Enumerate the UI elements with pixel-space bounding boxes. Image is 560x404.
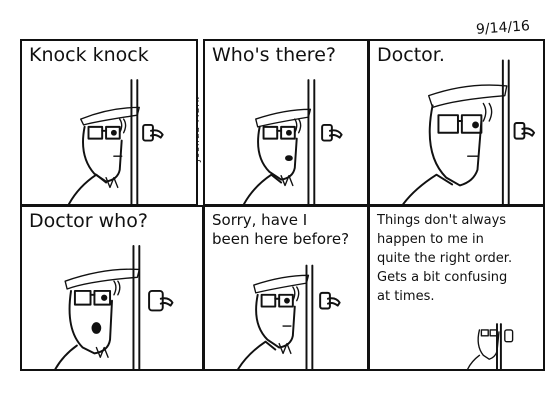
panel-5: Sorry, have I been here before? [203, 205, 369, 371]
caption-line: Doctor who? [29, 210, 148, 232]
comic-date: 9/14/16 [475, 18, 531, 38]
caption-line: Things don't always [377, 213, 507, 228]
panel-3-drawing [402, 59, 536, 204]
panel-4: Doctor who? [20, 205, 204, 371]
panel-1-drawing [68, 79, 164, 204]
panel-6: Things don't always happen to me in quit… [368, 205, 545, 371]
panel-3-caption: Doctor. [377, 45, 445, 66]
caption-line: Gets a bit confusing [377, 270, 508, 285]
caption-line: Knock knock [29, 44, 149, 66]
panel-6-drawing [467, 323, 514, 369]
comic-strip: Knock knock Who's there? [20, 39, 545, 371]
caption-line: been here before? [212, 230, 350, 248]
panel-1-caption: Knock knock [29, 45, 149, 66]
panel-6-caption: Things don't always happen to me in quit… [377, 211, 539, 306]
panel-4-drawing [54, 245, 174, 369]
panel-1: Knock knock [20, 39, 198, 206]
caption-line: quite the right order. [377, 251, 513, 266]
caption-line: happen to me in [377, 232, 484, 247]
panel-3: Doctor. [368, 39, 545, 206]
panel-2: Who's there? [203, 39, 369, 206]
panel-5-drawing [237, 264, 341, 369]
caption-line: Sorry, have I [212, 211, 308, 229]
caption-line: Who's there? [212, 44, 336, 66]
caption-line: at times. [377, 289, 435, 304]
panel-2-caption: Who's there? [212, 45, 336, 66]
panel-2-drawing [243, 79, 343, 204]
caption-line: Doctor. [377, 44, 445, 66]
panel-5-caption: Sorry, have I been here before? [212, 211, 349, 249]
panel-4-caption: Doctor who? [29, 211, 148, 232]
